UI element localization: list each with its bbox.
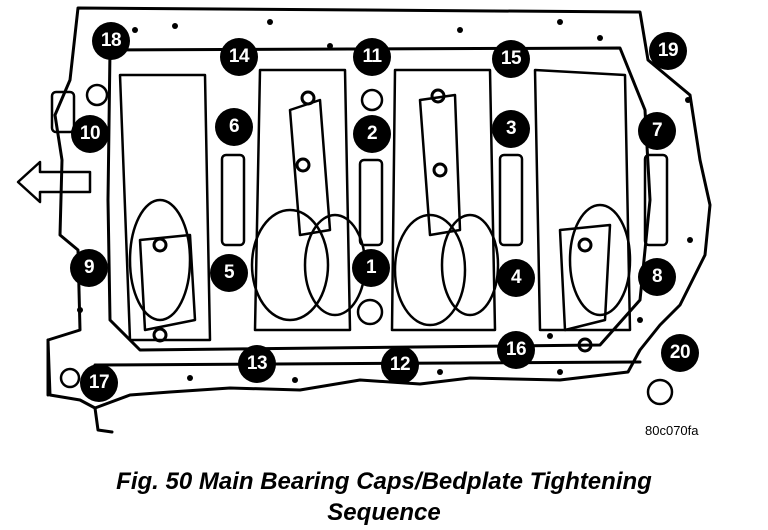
callout-19: 19: [649, 32, 687, 70]
caption-line-1: Fig. 50 Main Bearing Caps/Bedplate Tight…: [116, 468, 652, 495]
callout-14: 14: [220, 38, 258, 76]
inner-frame: [106, 46, 652, 352]
callout-15: 15: [492, 40, 530, 78]
callout-17: 17: [80, 364, 118, 402]
callout-8: 8: [638, 258, 676, 296]
caption-line-2: Sequence: [327, 499, 441, 526]
bedplate-line-drawing: [16, 6, 712, 434]
callout-17-label: 17: [88, 372, 110, 393]
direction-arrow: [16, 160, 92, 204]
callout-8-label: 8: [651, 266, 663, 287]
callout-13: 13: [238, 345, 276, 383]
callout-19-label: 19: [657, 40, 679, 61]
callout-15-label: 15: [500, 48, 522, 69]
callout-7: 7: [638, 112, 676, 150]
callout-9-label: 9: [83, 257, 95, 278]
callout-6-label: 6: [228, 116, 240, 137]
callout-20: 20: [661, 334, 699, 372]
callout-12-label: 12: [389, 354, 411, 375]
callout-2: 2: [353, 115, 391, 153]
callout-14-label: 14: [228, 46, 250, 67]
callout-13-label: 13: [246, 353, 268, 374]
callout-2-label: 2: [366, 123, 378, 144]
callout-1: 1: [352, 249, 390, 287]
callout-11: 11: [353, 38, 391, 76]
callout-9: 9: [70, 249, 108, 287]
callout-18: 18: [92, 22, 130, 60]
callout-10-label: 10: [79, 123, 101, 144]
bedplate-outline: [46, 6, 712, 410]
callout-16-label: 16: [505, 339, 527, 360]
figure-code: 80c070fa: [645, 423, 699, 438]
callout-18-label: 18: [100, 30, 122, 51]
callout-12: 12: [381, 346, 419, 384]
callout-4-label: 4: [510, 267, 522, 288]
figure-caption: Fig. 50 Main Bearing Caps/Bedplate Tight…: [0, 466, 768, 528]
callout-1-label: 1: [365, 257, 377, 278]
callout-20-label: 20: [669, 342, 691, 363]
callout-16: 16: [497, 331, 535, 369]
callout-3-label: 3: [505, 118, 517, 139]
callout-5-label: 5: [223, 262, 235, 283]
callout-5: 5: [210, 254, 248, 292]
callout-6: 6: [215, 108, 253, 146]
callout-7-label: 7: [651, 120, 663, 141]
callout-10: 10: [71, 115, 109, 153]
callout-11-label: 11: [362, 46, 382, 67]
callout-4: 4: [497, 259, 535, 297]
callout-3: 3: [492, 110, 530, 148]
